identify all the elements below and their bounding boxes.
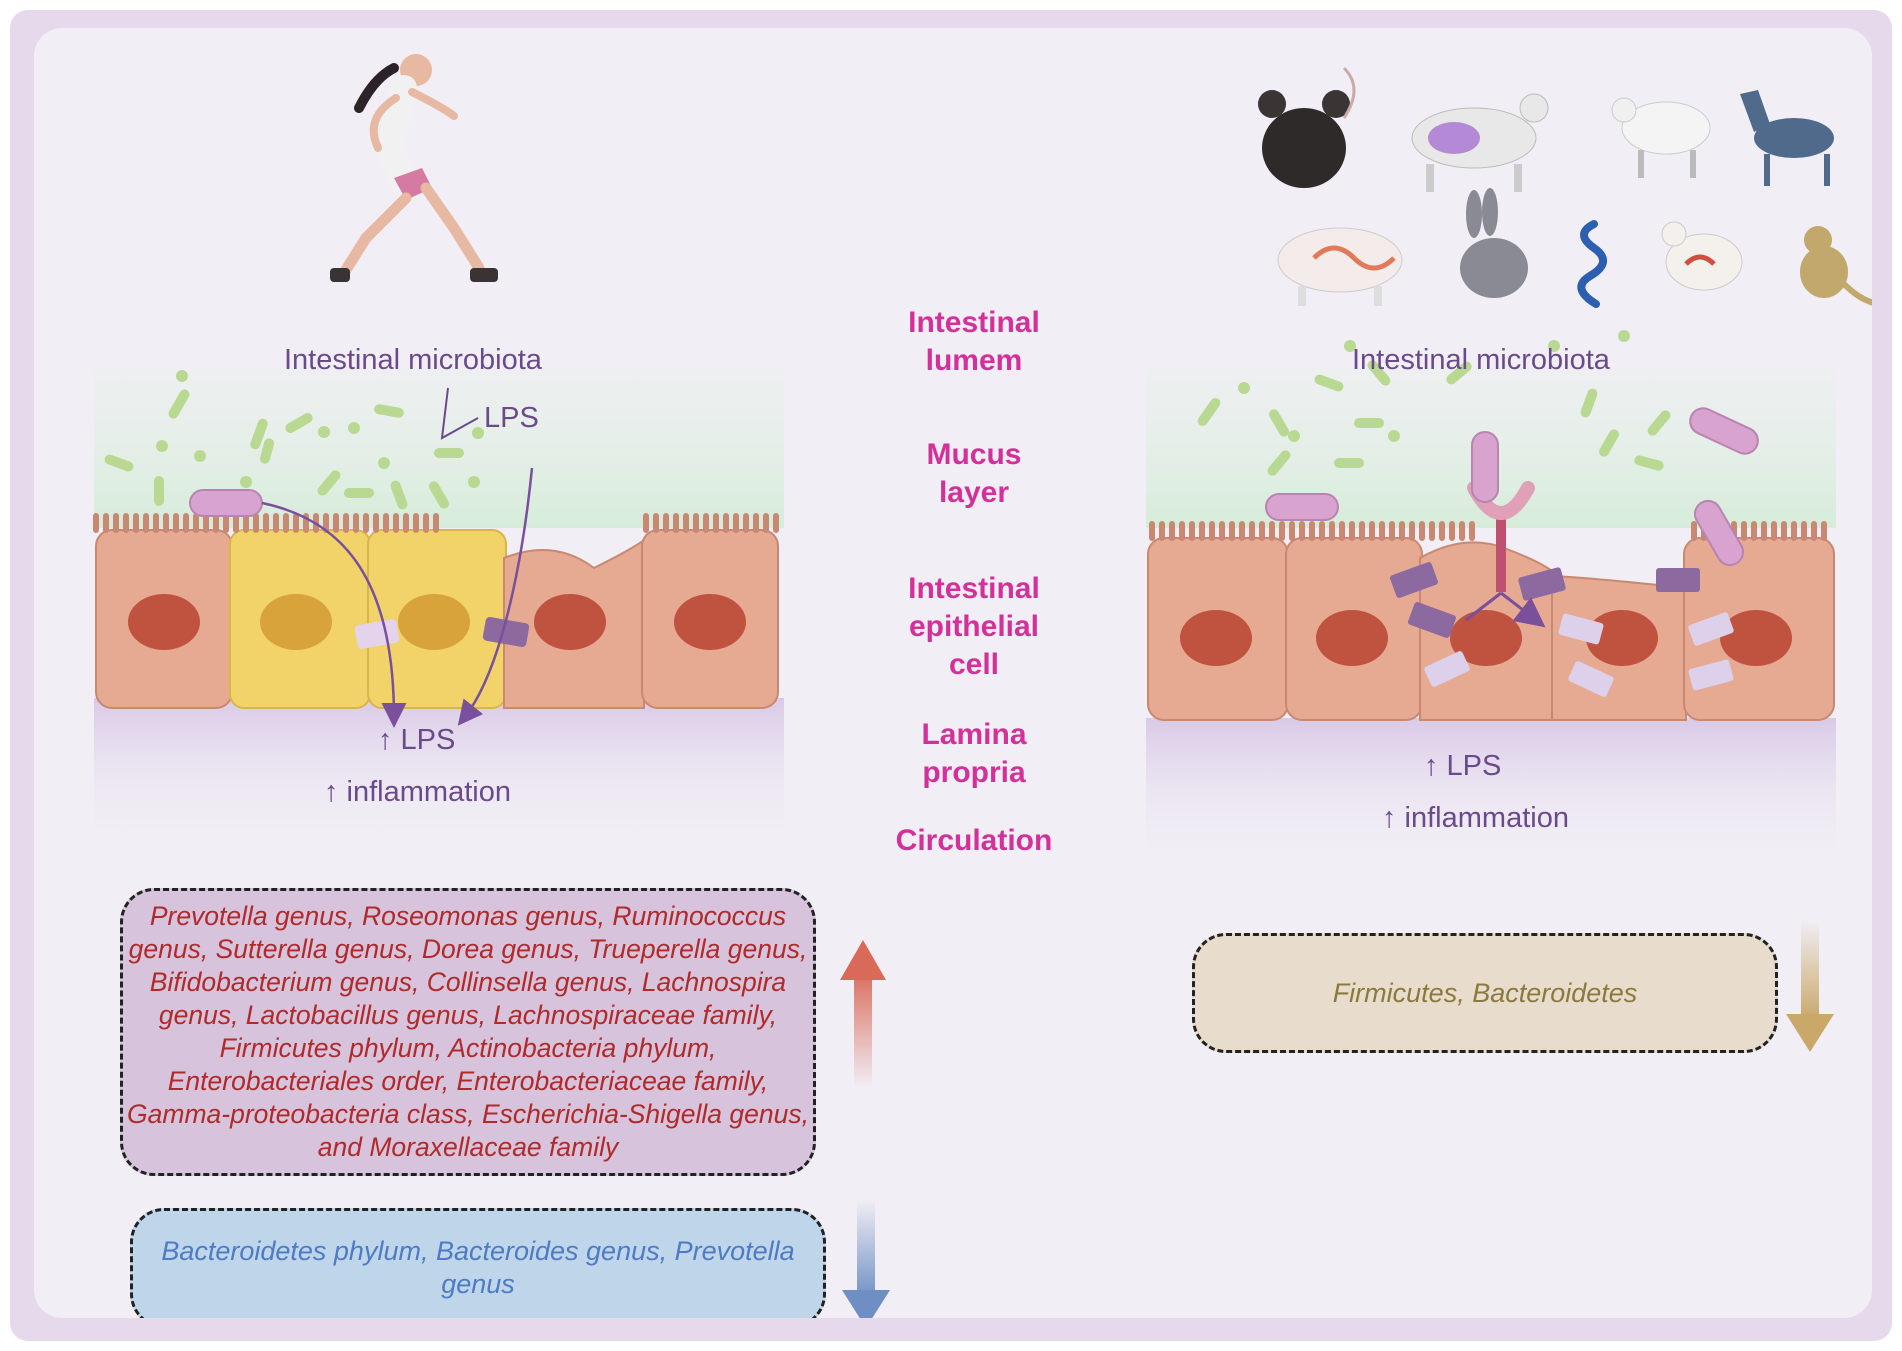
sheep-icon — [1611, 97, 1711, 178]
left-inflammation-increase: ↑ inflammation — [324, 776, 511, 808]
monkey-icon — [1800, 226, 1872, 306]
right-decrease-arrow — [1786, 920, 1834, 1052]
diagram-canvas — [93, 54, 1872, 1318]
mouse-icon — [1258, 66, 1356, 188]
left-lps-increase: ↑ LPS — [378, 724, 456, 756]
right-decreased-taxa-box: Firmicutes, Bacteroidetes — [1192, 933, 1778, 1053]
layer-label-mucus: Mucus layer — [926, 438, 1022, 509]
horse-icon — [1740, 90, 1834, 186]
increased-taxa-text: Prevotella genus, Roseomonas genus, Rumi… — [127, 901, 809, 1162]
animal-icons — [1258, 66, 1872, 308]
left-microbiota-label: Intestinal microbiota — [284, 344, 542, 376]
left-lps-label: LPS — [484, 402, 539, 434]
layer-label-epithelial-cell: Intestinal epithelial cell — [908, 572, 1040, 681]
layer-label-circulation: Circulation — [895, 824, 1053, 857]
left-epithelial-cells — [93, 513, 779, 709]
figure-panel: Intestinal microbiota LPS ↑ LPS ↑ inflam… — [34, 28, 1872, 1318]
chicken-icon — [1661, 221, 1743, 291]
pig-icon — [1277, 227, 1403, 306]
right-bacteria — [1197, 330, 1671, 476]
left-decrease-arrow — [842, 1200, 890, 1318]
right-pathogens — [1265, 407, 1759, 567]
right-microbiota-label: Intestinal microbiota — [1352, 344, 1610, 376]
left-increase-arrow — [840, 940, 886, 1088]
layer-label-lamina-propria: Lamina propria — [921, 718, 1027, 789]
cow-icon — [1411, 93, 1549, 192]
runner-illustration — [330, 54, 498, 282]
left-pathogen — [189, 489, 263, 517]
left-lamina-propria — [94, 698, 784, 848]
layer-label-lumen: Intestinal lumem — [908, 306, 1040, 377]
right-decreased-taxa-text: Firmicutes, Bacteroidetes — [1332, 977, 1638, 1008]
left-intestine-scene — [93, 368, 784, 848]
rabbit-icon — [1460, 188, 1528, 298]
right-intestine-scene — [1146, 330, 1836, 868]
right-inflammation-increase: ↑ inflammation — [1382, 802, 1569, 834]
right-lamina-propria — [1146, 718, 1836, 868]
snake-icon — [1577, 220, 1607, 308]
decreased-taxa-box: Bacteroidetes phylum, Bacteroides genus,… — [130, 1208, 826, 1318]
increased-taxa-box: Prevotella genus, Roseomonas genus, Rumi… — [120, 888, 816, 1176]
right-lps-increase: ↑ LPS — [1424, 750, 1502, 782]
left-bacteria — [104, 370, 484, 510]
decreased-taxa-text: Bacteroidetes phylum, Bacteroides genus,… — [161, 1236, 795, 1299]
